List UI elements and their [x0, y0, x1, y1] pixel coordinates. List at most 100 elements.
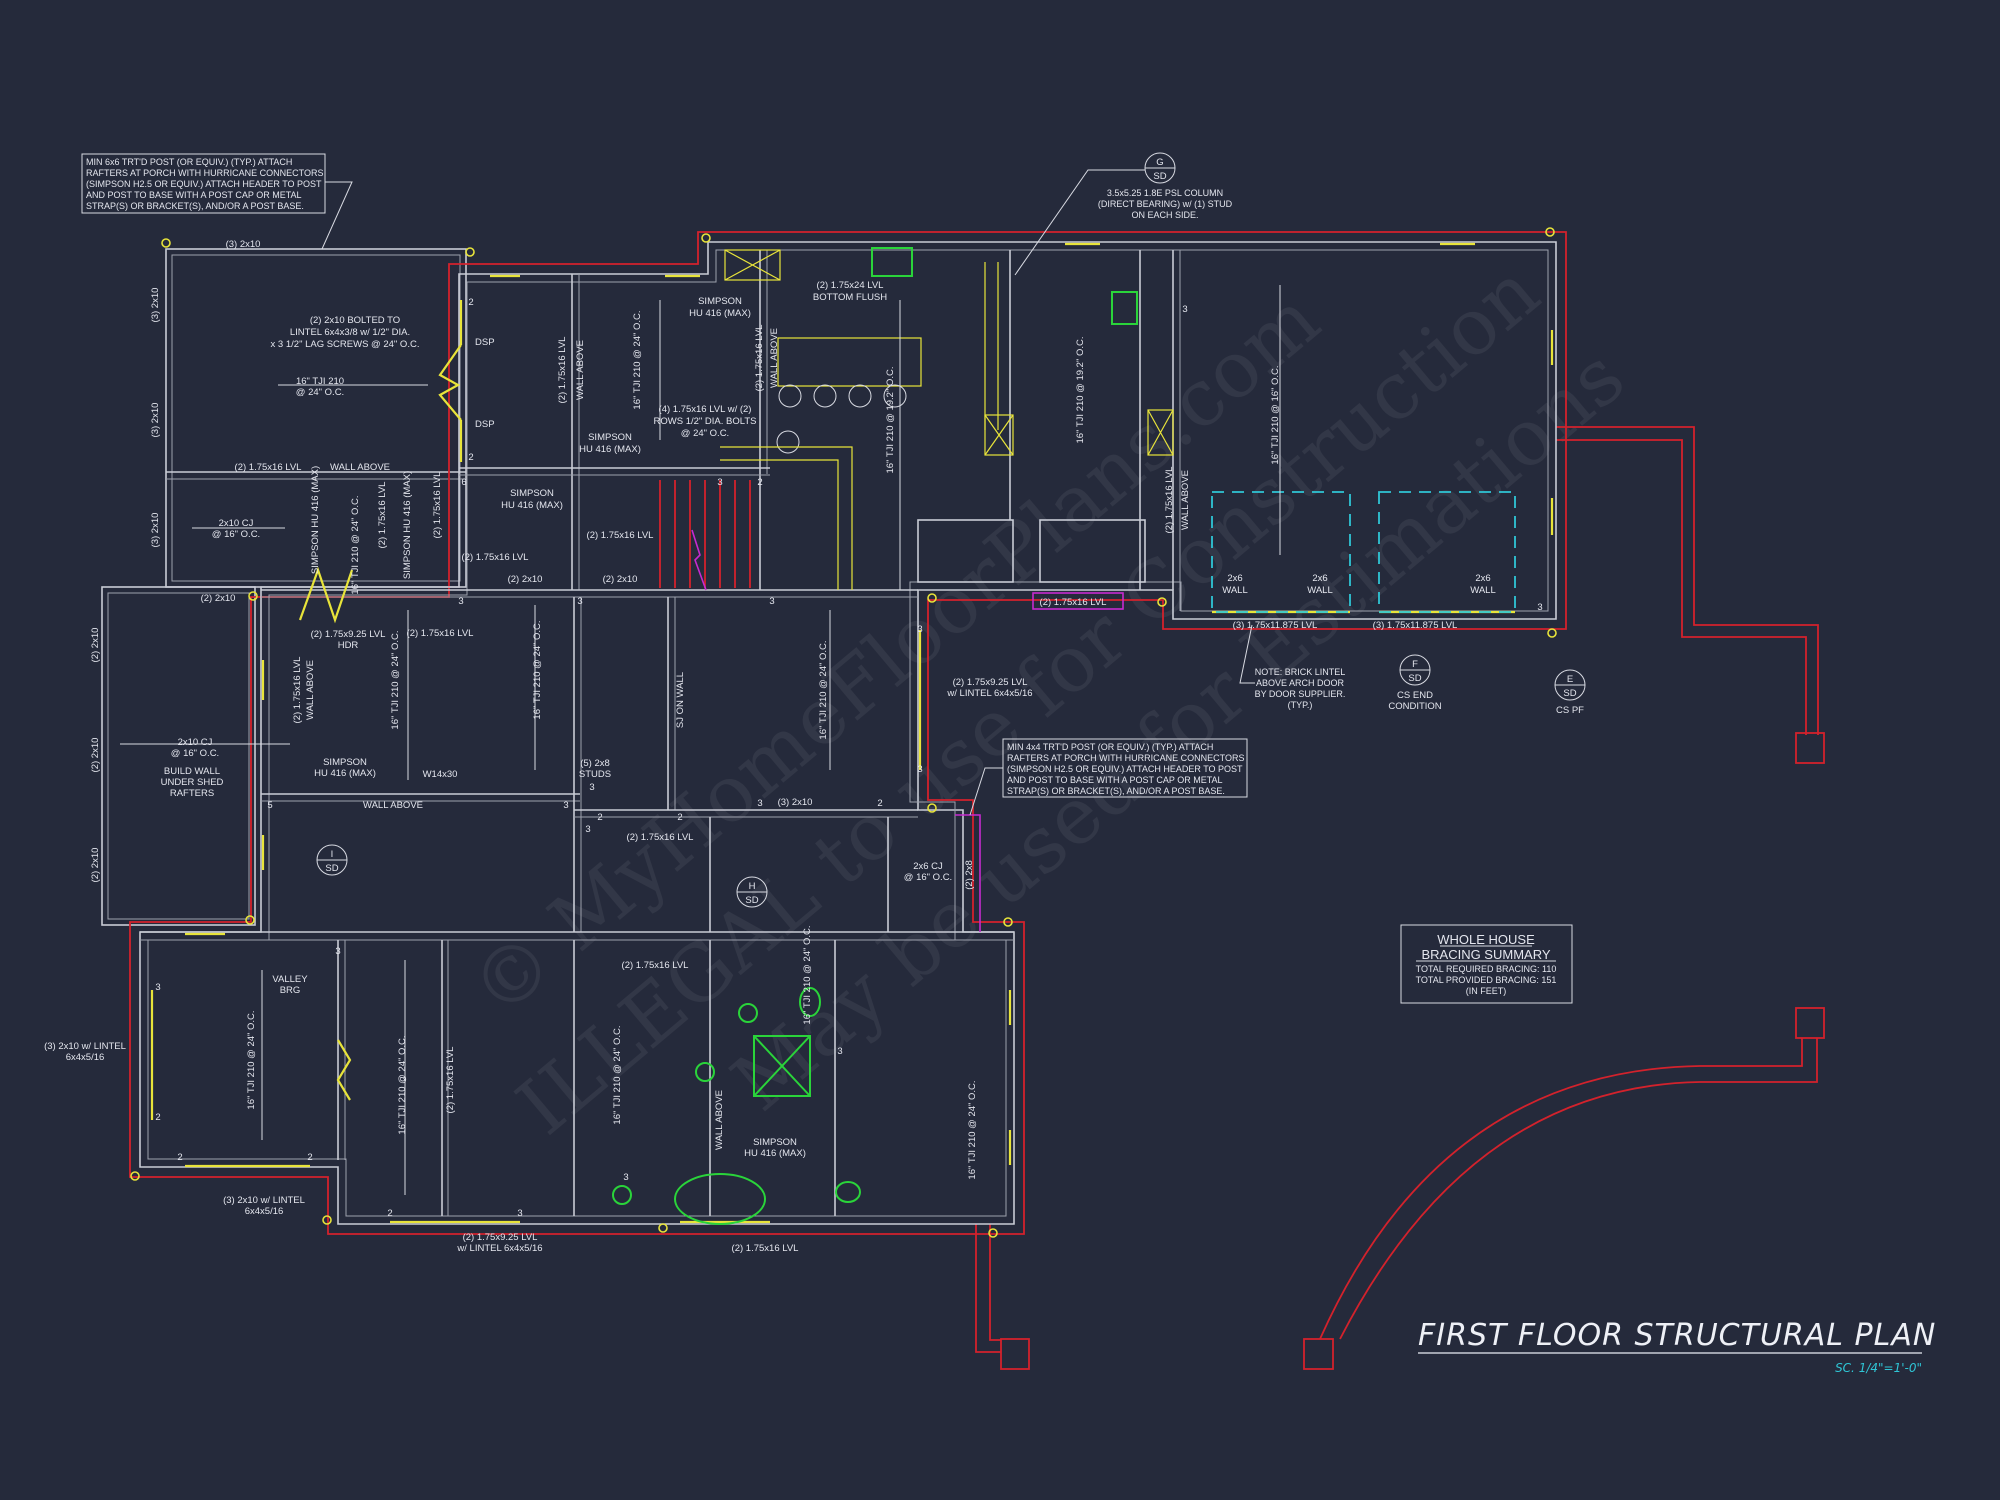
stud-count-tag: 3	[577, 596, 582, 607]
structural-label: SIMPSON HU 416 (MAX)	[402, 471, 413, 579]
structural-label: WALL ABOVE	[305, 660, 316, 720]
plan-scale: SC. 1/4"=1'-0"	[1835, 1361, 1922, 1375]
structural-label: (3) 2x10	[150, 403, 161, 438]
structural-label: 16" TJI 210 @ 24" O.C.	[802, 925, 813, 1024]
structural-label: ROWS 1/2" DIA. BOLTS	[654, 416, 757, 427]
detail-id: F	[1412, 659, 1418, 670]
structural-label: WALL	[1222, 585, 1248, 596]
structural-label: 2x10 CJ	[219, 518, 254, 529]
stud-count-tag: 3	[917, 624, 922, 635]
detail-callout-i: ISD	[316, 844, 348, 876]
structural-label: (3) 2x10	[778, 797, 813, 808]
structural-label: 16" TJI 210 @ 24" O.C.	[532, 620, 543, 719]
structural-label: W14x30	[423, 769, 458, 780]
structural-label: (2) 2x10	[90, 738, 101, 773]
structural-label: (2) 1.75x16 LVL	[445, 1047, 456, 1114]
structural-label: WALL ABOVE	[714, 1090, 725, 1150]
note-brick-lintel: NOTE: BRICK LINTEL ABOVE ARCH DOOR BY DO…	[1239, 624, 1345, 710]
note-line: RAFTERS AT PORCH WITH HURRICANE CONNECTO…	[86, 168, 324, 178]
bracing-summary: WHOLE HOUSE BRACING SUMMARY TOTAL REQUIR…	[1400, 924, 1573, 1004]
stud-count-tag: 2	[155, 1112, 160, 1123]
structural-label: (2) 2x10 BOLTED TO	[310, 315, 400, 326]
structural-label: (2) 1.75x16 LVL	[622, 960, 689, 971]
note-psl-column: 3.5x5.25 1.8E PSL COLUMN (DIRECT BEARING…	[1014, 169, 1233, 276]
structural-label: (2) 1.75x16 LVL	[432, 472, 443, 539]
structural-label: UNDER SHED	[161, 777, 224, 788]
bracing-provided: TOTAL PROVIDED BRACING: 151	[1416, 975, 1557, 985]
stud-count-tag: 2	[387, 1208, 392, 1219]
structural-label: 16" TJI 210 @ 19.2" O.C.	[885, 366, 896, 473]
structural-label: @ 24" O.C.	[296, 387, 344, 398]
detail-id: E	[1567, 674, 1573, 685]
note-line: 3.5x5.25 1.8E PSL COLUMN	[1107, 188, 1223, 198]
note-line: (TYP.)	[1288, 700, 1313, 710]
stud-count-tag: 2	[177, 1152, 182, 1163]
structural-label: 16" TJI 210 @ 24" O.C.	[632, 310, 643, 409]
structural-label: BRG	[280, 985, 301, 996]
structural-label: 6x4x5/16	[245, 1206, 284, 1217]
watermark: © MyHomeFloorPlans.com ILLEGAL to use fo…	[455, 247, 1642, 1153]
stud-count-tag: 3	[585, 824, 590, 835]
structural-label: (2) 1.75x9.25 LVL	[463, 1232, 538, 1243]
stud-count-tag: 3	[335, 946, 340, 957]
detail-caption: CS END	[1397, 690, 1433, 701]
structural-label: (3) 2x10	[150, 513, 161, 548]
structural-label: 16" TJI 210 @ 24" O.C.	[818, 640, 829, 739]
structural-label: SIMPSON	[698, 296, 742, 307]
structural-label: 16" TJI 210 @ 24" O.C.	[390, 630, 401, 729]
structural-label: (2) 2x10	[90, 848, 101, 883]
structural-label: (3) 2x10	[226, 239, 261, 250]
structural-label: (2) 1.75x9.25 LVL	[953, 677, 1028, 688]
detail-caption: CONDITION	[1388, 701, 1441, 712]
note-porch-post-4x4: MIN 4x4 TRT'D POST (OR EQUIV.) (TYP.) AT…	[969, 738, 1248, 816]
stud-count-tag: 2	[468, 452, 473, 463]
structural-label: (3) 2x10	[150, 288, 161, 323]
structural-label: STUDS	[579, 769, 611, 780]
structural-label: @ 24" O.C.	[681, 428, 729, 439]
structural-label: (4) 1.75x16 LVL w/ (2)	[659, 404, 752, 415]
structural-label: DSP	[475, 337, 495, 348]
structural-label: BOTTOM FLUSH	[813, 292, 887, 303]
interior-walls	[140, 250, 1181, 1216]
stud-count-tag: 3	[1537, 602, 1542, 613]
stud-count-tag: 2	[877, 798, 882, 809]
note-line: AND POST TO BASE WITH A POST CAP OR META…	[86, 190, 302, 200]
structural-label: 2x6	[1312, 573, 1327, 584]
structural-label: 16" TJI 210 @ 19.2" O.C.	[1075, 336, 1086, 443]
structural-label: w/ LINTEL 6x4x5/16	[456, 1243, 542, 1254]
structural-label: (2) 1.75x16 LVL	[407, 628, 474, 639]
structural-label: WALL ABOVE	[330, 462, 390, 473]
structural-label: (2) 1.75x16 LVL	[627, 832, 694, 843]
structural-label: (2) 1.75x16 LVL	[587, 530, 654, 541]
stud-count-tag: 3	[917, 764, 922, 775]
detail-id: H	[749, 881, 756, 892]
stud-count-tag: 2	[307, 1152, 312, 1163]
note-line: STRAP(S) OR BRACKET(S), AND/OR A POST BA…	[86, 201, 304, 211]
bracing-required: TOTAL REQUIRED BRACING: 110	[1416, 964, 1557, 974]
structural-label: 16" TJI 210 @ 24" O.C.	[967, 1080, 978, 1179]
structural-label: SIMPSON HU 416 (MAX)	[310, 466, 321, 574]
note-porch-post-6x6: MIN 6x6 TRT'D POST (OR EQUIV.) (TYP.) AT…	[81, 153, 353, 250]
structural-label: 2x6	[1475, 573, 1490, 584]
structural-label: WALL	[1307, 585, 1333, 596]
structural-label: HU 416 (MAX)	[501, 500, 563, 511]
structural-label: 16" TJI 210 @ 24" O.C.	[397, 1035, 408, 1134]
garage-doors	[1211, 491, 1516, 613]
structural-label: (2) 1.75x16 LVL	[1040, 597, 1107, 608]
stud-count-tag: 6	[461, 477, 466, 488]
note-line: MIN 4x4 TRT'D POST (OR EQUIV.) (TYP.) AT…	[1007, 742, 1213, 752]
structural-label: 16" TJI 210 @ 24" O.C.	[612, 1025, 623, 1124]
structural-label: WALL ABOVE	[363, 800, 423, 811]
stud-count-tag: 3	[155, 982, 160, 993]
column-markers	[130, 227, 1557, 1238]
structural-label: HU 416 (MAX)	[689, 308, 751, 319]
structural-label: BUILD WALL	[164, 766, 220, 777]
stud-count-tag: 3	[769, 596, 774, 607]
structural-label: (2) 1.75x16 LVL	[377, 482, 388, 549]
stud-count-tag: 3	[837, 1046, 842, 1057]
bracing-heading: BRACING SUMMARY	[1421, 947, 1550, 962]
structural-label: (2) 2x8	[964, 860, 975, 890]
note-line: (SIMPSON H2.5 OR EQUIV.) ATTACH HEADER T…	[86, 179, 322, 189]
